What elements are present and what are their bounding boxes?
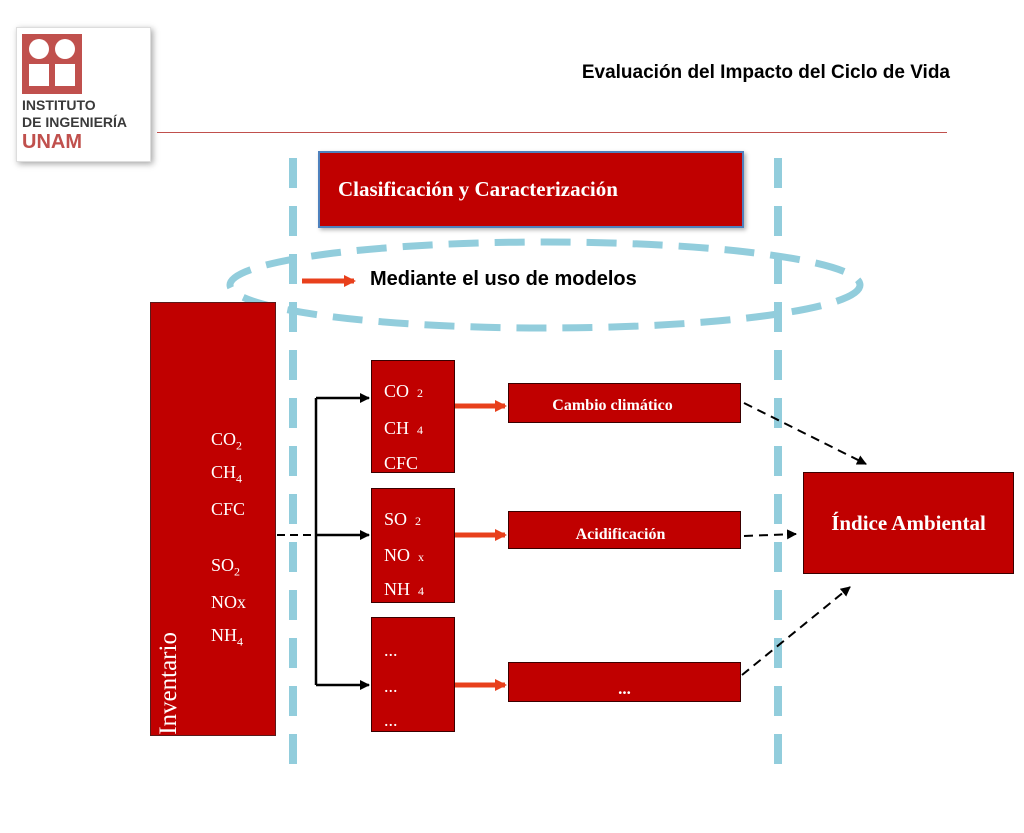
category-label-1: Cambio climático [552, 397, 673, 414]
group-1-line-3: CFC [384, 453, 419, 473]
category-arrow-3 [741, 586, 851, 676]
diagram-connectors [226, 158, 867, 768]
inventory-item-nox: NOx [211, 592, 246, 612]
category-arrow-2 [743, 529, 797, 540]
category-box-1: Cambio climático [508, 383, 741, 423]
slide-title: Evaluación del Impacto del Ciclo de Vida [581, 62, 950, 83]
inventory-item-cfc: CFC [211, 499, 246, 519]
classification-label: Clasificación y Caracterización [338, 177, 618, 201]
category-box-2: Acidificación [508, 511, 741, 549]
category-arrow-1 [743, 402, 867, 465]
classification-box: Clasificación y Caracterización [318, 151, 744, 228]
logo-line-1: INSTITUTO [22, 97, 96, 113]
institute-logo: INSTITUTO DE INGENIERÍA UNAM [16, 27, 151, 162]
environmental-index-box: Índice Ambiental [803, 472, 1014, 574]
category-label-3: ... [618, 679, 631, 698]
group-3-line-3: ... [384, 710, 398, 730]
title-divider [157, 132, 947, 133]
inventory-table: Tabla del Inventario CO2 CH4 CFC SO2 NOx… [150, 302, 276, 833]
category-box-3: ... [508, 662, 741, 702]
unam-logo-icon [22, 34, 82, 94]
inventory-item-so2: SO2 [211, 555, 241, 579]
inventory-item-nh4: NH4 [211, 625, 243, 649]
group-box-3: ... ... ... [371, 617, 455, 732]
group-3-line-2: ... [384, 676, 398, 696]
logo-line-2: DE INGENIERÍA [22, 114, 128, 130]
category-label-2: Acidificación [575, 526, 666, 543]
group-3-line-1: ... [384, 640, 398, 660]
dashed-ellipse [226, 238, 864, 332]
models-note: Mediante el uso de modelos [370, 268, 637, 290]
environmental-index-label: Índice Ambiental [831, 511, 986, 535]
inventory-item-ch4: CH4 [211, 462, 243, 486]
logo-line-3: UNAM [22, 131, 82, 153]
inventory-item-co2: CO2 [211, 429, 243, 453]
inventory-title: Tabla del Inventario [155, 632, 182, 833]
